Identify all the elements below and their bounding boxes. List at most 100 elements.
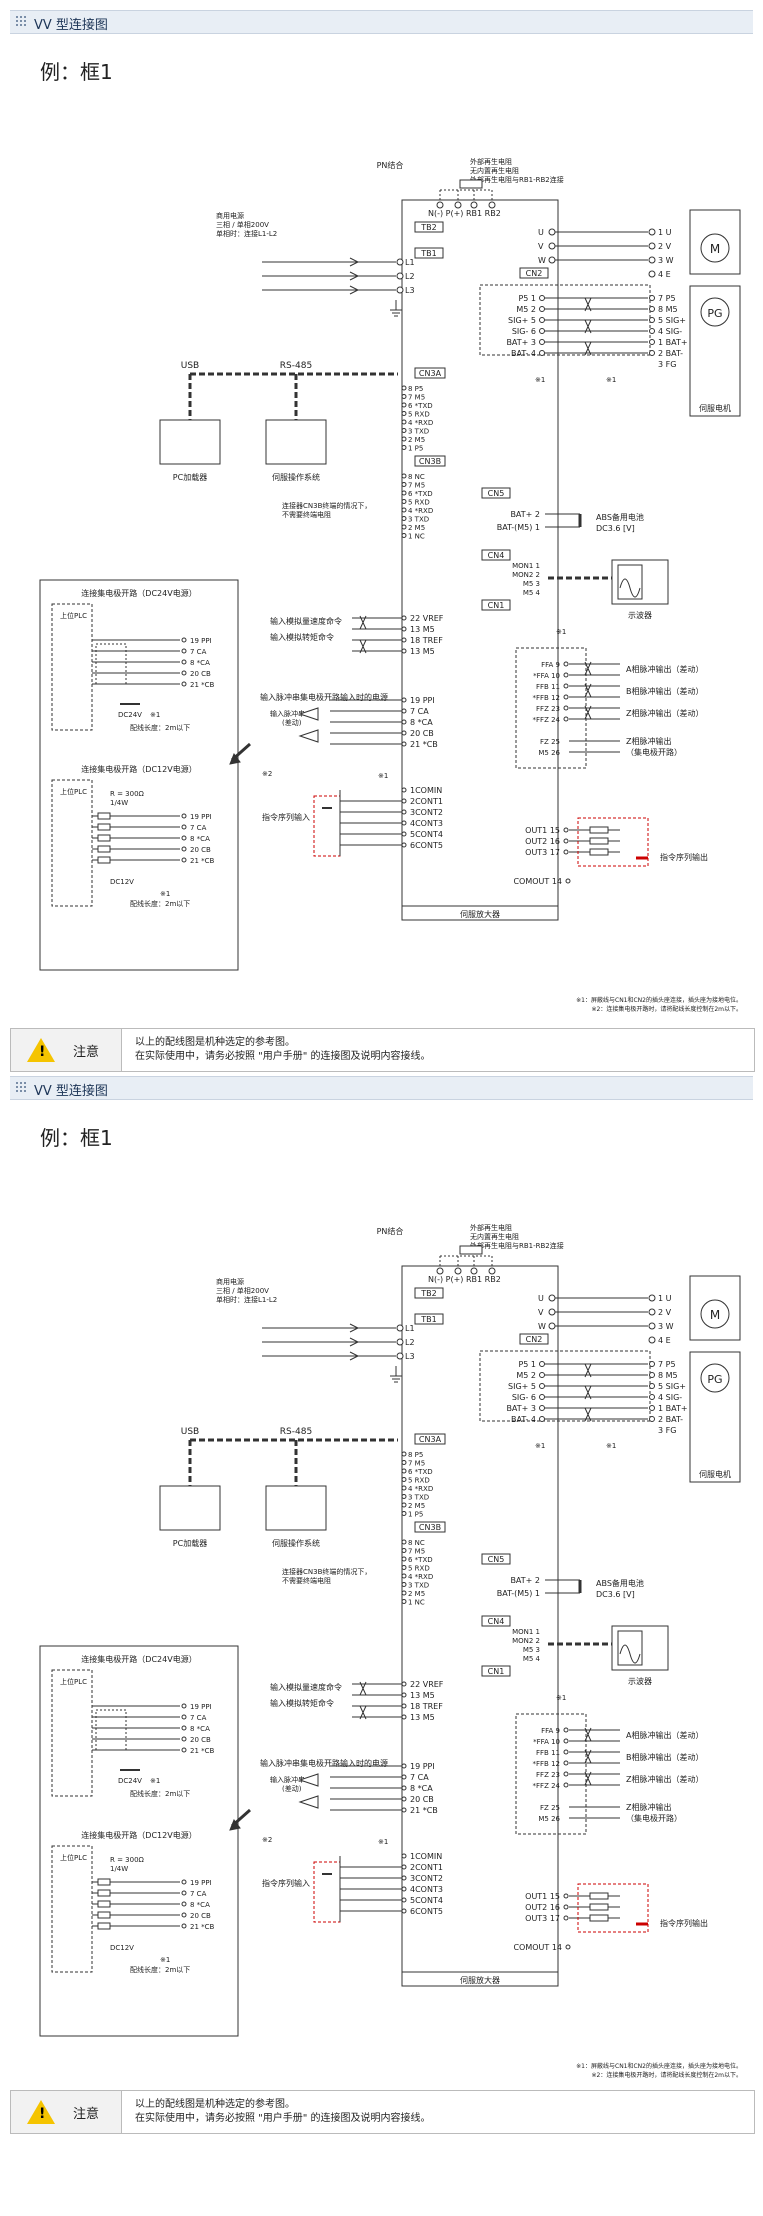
resistor-icon: [97, 823, 111, 831]
power-note: 三相 / 单相200V: [216, 220, 269, 229]
comout-label: COMOUT 14: [513, 1943, 562, 1952]
encoder-pin-left: P5 1: [518, 1360, 536, 1369]
regen-note: 无内置再生电阻: [470, 1232, 519, 1241]
oscilloscope-box: [611, 1625, 669, 1671]
output-relay-icon: [589, 1903, 609, 1911]
twisted-pair-icon: [584, 319, 592, 334]
power-note: 单相时：连接L1-L2: [216, 229, 277, 238]
servo-console-label: 伺服操作系统: [272, 1538, 320, 1548]
enc-out-pin: *FFA 10: [533, 1738, 560, 1746]
line-driver-icon: [298, 1773, 319, 1787]
terminal: [436, 1267, 444, 1275]
terminal: [401, 1703, 407, 1709]
terminal: [401, 394, 407, 399]
terminal: [401, 385, 407, 391]
terminal: [401, 697, 407, 703]
terminal: [648, 270, 656, 278]
upper-plc-box: [51, 1669, 93, 1797]
terminal: [649, 339, 655, 345]
cn5-label: CN5: [488, 489, 505, 498]
terminal: [539, 1416, 545, 1422]
resistor-icon: [97, 1900, 111, 1908]
terminal: [563, 1727, 569, 1733]
terminal: [649, 1383, 655, 1389]
terminal: [454, 1267, 462, 1275]
seq-input-frame: [313, 795, 341, 857]
caution-note: ! 注意 以上的配线图是机种选定的参考图。 在实际使用中，请务必按照 "用户手册…: [10, 2090, 755, 2134]
cn3b-note: 连接器CN3B终端的情况下，: [282, 501, 371, 510]
fz-pin: FZ 25: [540, 738, 560, 746]
terminal: [401, 1460, 407, 1465]
cn1-pin: 19 PPI: [410, 1762, 435, 1771]
cn3b-pin: 2 M5: [408, 524, 425, 532]
terminal: [181, 1890, 187, 1896]
terminal: [488, 201, 496, 209]
cn5-box: [481, 487, 511, 499]
cn1-pin: 13 M5: [410, 1713, 435, 1722]
uvw-label: U: [538, 1294, 544, 1303]
power-note: 商用电源: [216, 211, 244, 220]
encoder-pin-right: 1 BAT+: [658, 338, 688, 347]
cn4-pin: MON1 1: [512, 562, 540, 570]
terminal: [181, 1901, 187, 1907]
terminal: [401, 524, 407, 530]
pulse-oc-label: 输入脉冲串集电极开路输入时的电源: [260, 1758, 388, 1768]
cn4-label: CN4: [488, 1617, 505, 1626]
enc-out-pin: *FFB 12: [533, 694, 561, 702]
terminal: [648, 1336, 656, 1344]
cn2-label: CN2: [526, 1335, 543, 1344]
terminal: [401, 626, 407, 632]
note-mark: ※1: [606, 376, 616, 384]
cn3b-note: 不需要终端电阻: [282, 1576, 331, 1585]
terminal: [539, 1372, 545, 1378]
terminal: [649, 306, 655, 312]
terminal: [401, 1692, 407, 1698]
twisted-pair-icon: [584, 1727, 592, 1742]
motor-terminal-label: 4 E: [658, 270, 671, 279]
terminal: [563, 1893, 569, 1899]
note-mark: ※2: [262, 770, 272, 778]
note-mark: ※1: [535, 1442, 545, 1450]
cn5-pin: BAT-(M5) 1: [497, 1589, 540, 1598]
motor-label: M: [710, 1308, 720, 1322]
out-pin: OUT1 15: [525, 1892, 560, 1901]
terminal: [565, 1944, 571, 1950]
twisted-pair-icon: [584, 1363, 592, 1378]
pg-icon: [700, 1363, 730, 1393]
cn3a-pin: 3 TXD: [408, 428, 429, 436]
resistor-group: [95, 643, 127, 685]
pc-loader-label: PC加载器: [173, 1538, 207, 1548]
encoder-pin-right: 5 SIG+: [658, 1382, 686, 1391]
power-note: 三相 / 单相200V: [216, 1286, 269, 1295]
footnote: ※2：连接集电极开路时，请将配线长度控制在2m以下。: [591, 1005, 742, 1013]
uvw-label: W: [538, 256, 546, 265]
cn1-pin: 19 PPI: [410, 696, 435, 705]
cn1-pin: 21 *CB: [410, 740, 438, 749]
comout-label: COMOUT 14: [513, 877, 562, 886]
terminal: [401, 507, 407, 513]
twisted-pair-icon: [584, 341, 592, 356]
terminal: [401, 516, 407, 521]
power-note: 商用电源: [216, 1277, 244, 1286]
box-pin: 20 CB: [190, 1736, 211, 1744]
fz-label: Z相脉冲输出: [626, 1802, 671, 1812]
cn1-pin: 13 M5: [410, 625, 435, 634]
terminal: [181, 659, 187, 665]
regen-note: 外部再生电阻与RB1-RB2连接: [470, 175, 564, 184]
top-terminals: N(-) P(+) RB1 RB2: [428, 1275, 501, 1284]
cn1-label: CN1: [488, 601, 505, 610]
switch-contact: [349, 257, 360, 267]
caution-label: 注意: [73, 1045, 100, 1060]
cn3b-pin: 8 NC: [408, 473, 425, 481]
cn3b-pin: 4 *RXD: [408, 1573, 433, 1581]
terminal: [181, 857, 187, 863]
caution-text: 以上的配线图是机种选定的参考图。 在实际使用中，请务必按照 "用户手册" 的连接…: [135, 2098, 431, 2126]
resistor-icon: [97, 845, 111, 853]
twisted-pair-icon: [584, 1385, 592, 1400]
terminal: [539, 317, 545, 323]
cn1-pin: 20 CB: [410, 1795, 434, 1804]
encoder-box: [689, 1351, 741, 1483]
terminal: [563, 661, 569, 667]
switch-contact: [349, 1351, 360, 1361]
regen-note: 外部再生电阻与RB1-RB2连接: [470, 1241, 564, 1250]
